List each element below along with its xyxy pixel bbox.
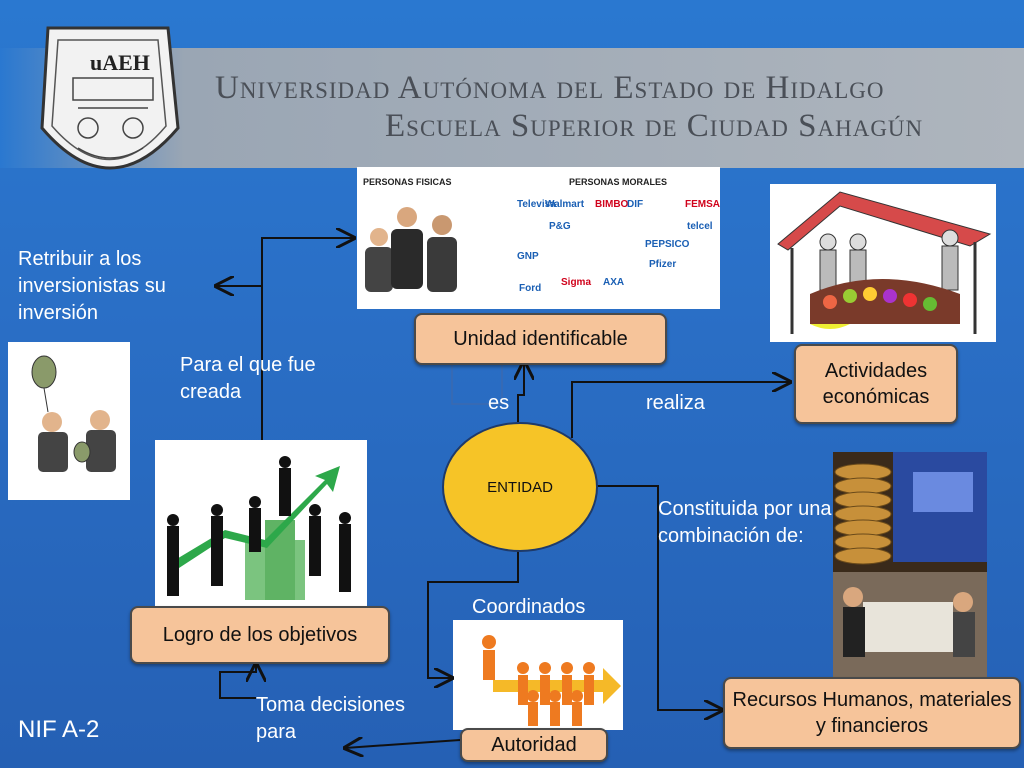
- svg-text:FEMSA: FEMSA: [685, 199, 720, 210]
- constituida-label: Constituida por una combinación de:: [658, 498, 832, 547]
- school-title: Escuela Superior de Ciudad Sahagún: [385, 108, 924, 144]
- autoridad-box: Autoridad: [460, 728, 608, 762]
- recursos-box: Recursos Humanos, materiales y financier…: [723, 677, 1021, 749]
- svg-text:GNP: GNP: [517, 251, 539, 262]
- svg-text:PEPSICO: PEPSICO: [645, 239, 690, 250]
- university-seal-logo: uAEH: [40, 26, 180, 170]
- svg-text:telcel: telcel: [687, 221, 713, 232]
- coordinados-label: Coordinados: [472, 596, 586, 618]
- svg-text:Pfizer: Pfizer: [649, 259, 676, 270]
- es-label: es: [488, 392, 510, 414]
- realiza-label: realiza: [646, 392, 705, 414]
- svg-text:BIMBO: BIMBO: [595, 199, 629, 210]
- para-el-que-label: Para el que fue creada: [180, 354, 316, 403]
- svg-text:P&G: P&G: [549, 221, 571, 232]
- nif-label: NIF A-2: [18, 716, 100, 743]
- svg-text:Televisa: Televisa: [517, 199, 556, 210]
- entidad-node: ENTIDAD: [442, 422, 598, 552]
- svg-text:DIF: DIF: [627, 199, 643, 210]
- business-growth-photo: [155, 440, 367, 610]
- authority-photo: [453, 620, 623, 730]
- actividades-economicas-box: Actividades económicas: [794, 344, 958, 424]
- logro-objetivos-box: Logro de los objetivos: [130, 606, 390, 664]
- people-figures-icon: [365, 207, 457, 292]
- svg-text:uAEH: uAEH: [90, 50, 150, 75]
- unidad-identificable-box: Unidad identificable: [414, 313, 667, 365]
- svg-text:PERSONAS FISICAS: PERSONAS FISICAS: [363, 177, 452, 187]
- svg-text:AXA: AXA: [603, 277, 624, 288]
- personas-photo: PERSONAS FISICAS PERSONAS MORALES Televi…: [357, 167, 720, 309]
- resources-collage-photo: [833, 452, 987, 678]
- market-stall-photo: [770, 184, 996, 342]
- svg-text:Ford: Ford: [519, 283, 541, 294]
- svg-text:Walmart: Walmart: [545, 199, 585, 210]
- toma-decisiones-label: Toma decisiones para: [256, 694, 405, 743]
- university-title: Universidad Autónoma del Estado de Hidal…: [215, 70, 885, 106]
- svg-text:Sigma: Sigma: [561, 277, 591, 288]
- retribuir-label: Retribuir a los inversionistas su invers…: [18, 248, 166, 324]
- money-people-photo: [8, 342, 130, 500]
- svg-text:PERSONAS MORALES: PERSONAS MORALES: [569, 177, 667, 187]
